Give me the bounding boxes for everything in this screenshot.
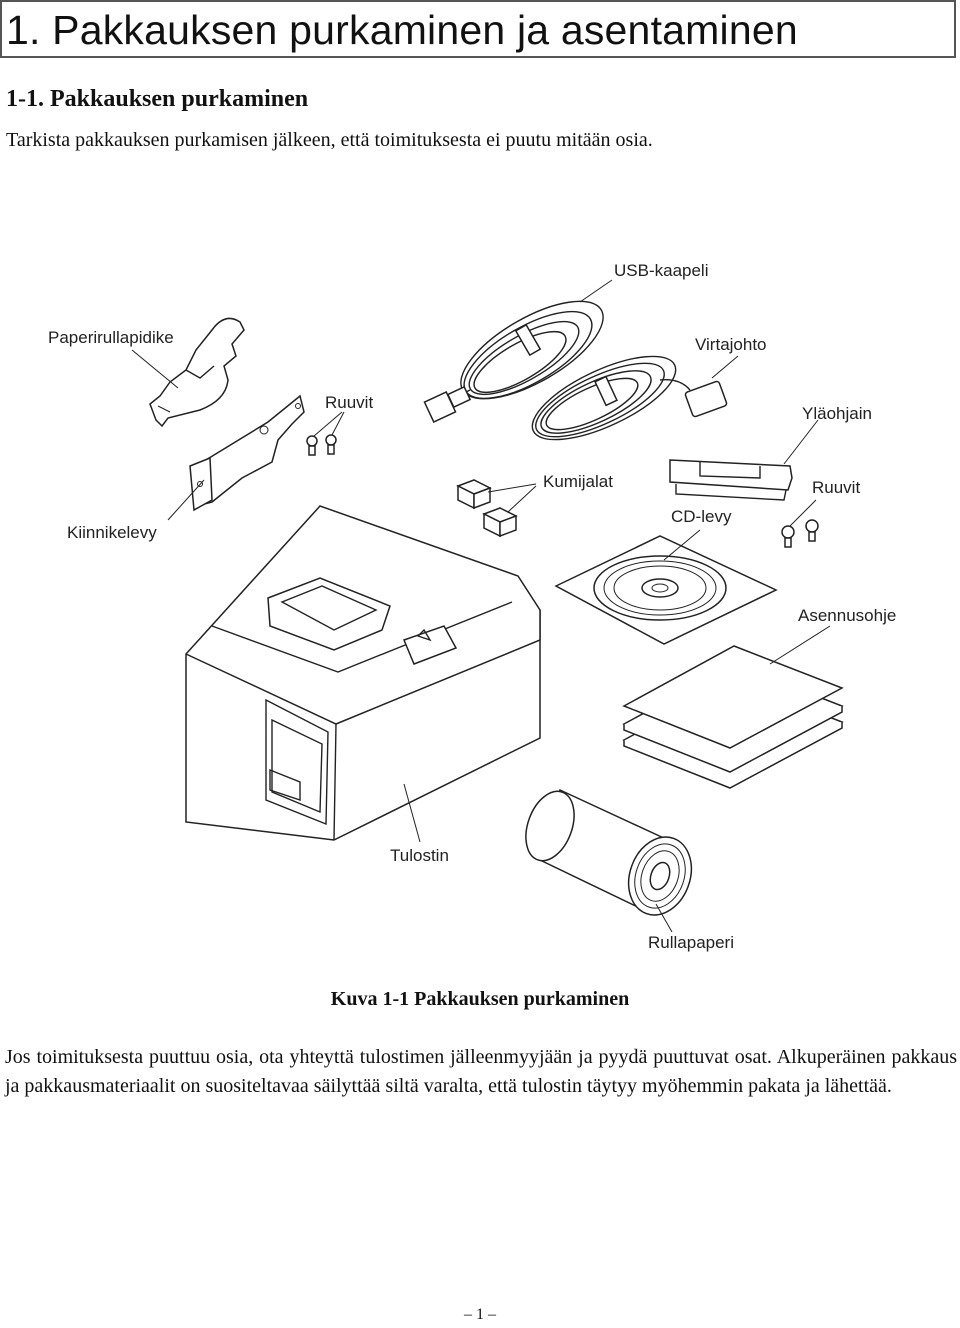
paper-roll-drawing <box>525 788 693 916</box>
manual-drawing <box>622 645 844 789</box>
label-usb-cable: USB-kaapeli <box>614 261 709 280</box>
screws-1-drawing <box>306 434 337 456</box>
power-cord-drawing <box>531 355 728 441</box>
unpacking-figure: USB-kaapeli Paperirullapidike Virtajohto… <box>0 240 960 980</box>
page-number: – 1 – <box>464 1306 496 1323</box>
intro-paragraph: Tarkista pakkauksen purkamisen jälkeen, … <box>6 129 653 151</box>
label-screws-2: Ruuvit <box>812 478 860 497</box>
figure-caption: Kuva 1-1 Pakkauksen purkaminen <box>330 988 630 1010</box>
label-cd: CD-levy <box>671 507 732 526</box>
label-paper-roll-holder: Paperirullapidike <box>48 328 174 347</box>
label-power-cord: Virtajohto <box>695 335 767 354</box>
rubber-feet-drawing <box>456 479 518 538</box>
cd-drawing <box>554 535 778 645</box>
mounting-bracket-drawing <box>189 394 305 512</box>
paper-roll-holder-drawing <box>149 317 245 428</box>
body-paragraph: Jos toimituksesta puuttuu osia, ota yhte… <box>5 1046 957 1097</box>
usb-cable-drawing <box>423 300 604 424</box>
printer-drawing <box>185 505 541 841</box>
label-manual: Asennusohje <box>798 606 896 625</box>
label-paper-roll: Rullapaperi <box>648 933 734 952</box>
label-screws-1: Ruuvit <box>325 393 373 412</box>
page-title: 1. Pakkauksen purkaminen ja asentaminen <box>6 7 798 53</box>
label-rubber-feet: Kumijalat <box>543 472 613 491</box>
label-top-guide: Yläohjain <box>802 404 872 423</box>
section-heading: 1-1. Pakkauksen purkaminen <box>6 86 309 112</box>
unpacking-illustration: USB-kaapeli Paperirullapidike Virtajohto… <box>48 261 896 952</box>
label-printer: Tulostin <box>390 846 449 865</box>
screws-2-drawing <box>781 519 819 548</box>
label-bracket: Kiinnikelevy <box>67 523 157 542</box>
title-box: 1. Pakkauksen purkaminen ja asentaminen <box>0 0 956 58</box>
top-guide-drawing <box>669 459 793 501</box>
